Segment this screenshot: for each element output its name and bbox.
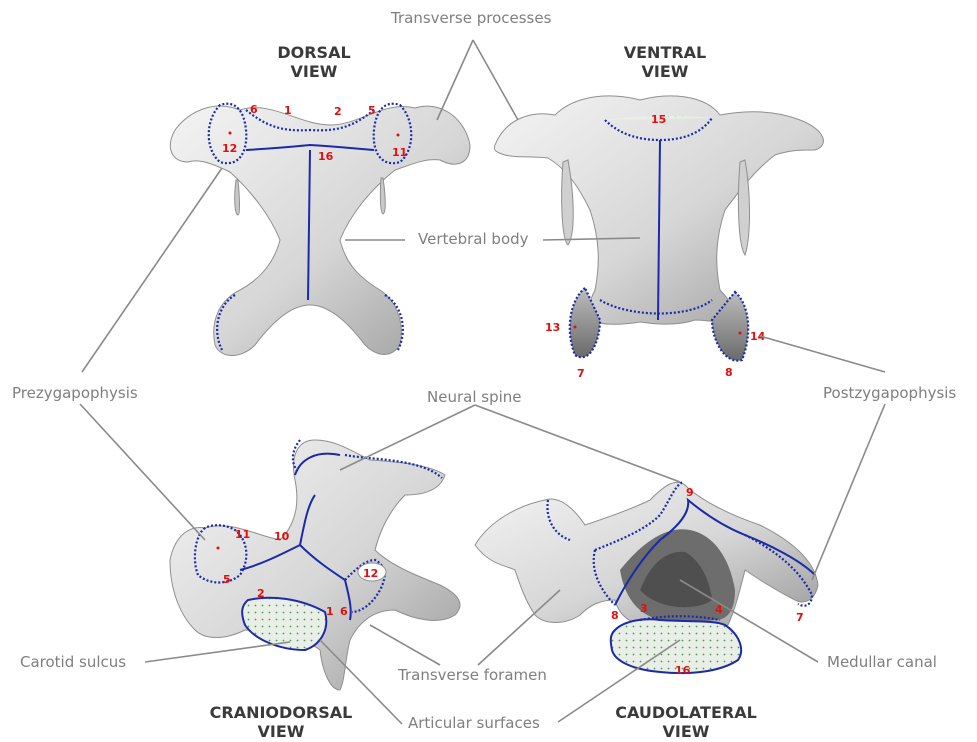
leader-transverse-foramen-cranio [370, 625, 440, 665]
label-transverse-processes: Transverse processes [391, 11, 551, 26]
caudolateral-view-title-line1: CAUDOLATERAL [607, 703, 765, 722]
label-vertebral-body: Vertebral body [418, 232, 529, 247]
landmark-1: 1 [326, 605, 334, 618]
landmark-7: 7 [796, 611, 804, 624]
leader-postzyg-ventral [760, 336, 885, 372]
landmark-2: 2 [334, 105, 342, 118]
leader-neural-spine-caudo [475, 405, 680, 482]
landmark-8: 8 [611, 609, 619, 622]
landmark-9: 9 [686, 486, 694, 499]
landmark-10: 10 [274, 530, 290, 543]
label-postzygapophysis: Postzygapophysis [823, 386, 956, 401]
dorsal-view-title-line1: DORSAL [272, 43, 356, 62]
caudolateral-view-title-line2: VIEW [607, 722, 765, 741]
landmark-7: 7 [577, 367, 585, 380]
leader-prezyg-dorsal [82, 168, 222, 372]
landmark-16: 16 [675, 664, 691, 677]
landmark-8: 8 [725, 366, 733, 379]
landmark-2: 2 [257, 587, 265, 600]
landmark-3: 3 [640, 602, 648, 615]
label-transverse-foramen: Transverse foramen [398, 668, 547, 683]
leader-postzyg-caudo [812, 404, 885, 580]
ventral-view-title: VENTRAL VIEW [619, 43, 711, 81]
caudolateral-vertebra [475, 482, 818, 673]
caudolateral-view-title: CAUDOLATERAL VIEW [607, 703, 765, 741]
dorsal-view-title: DORSAL VIEW [272, 43, 356, 81]
leader-neural-spine-cranio [340, 405, 475, 470]
landmark-16: 16 [318, 150, 334, 163]
landmark-11: 11 [392, 146, 407, 159]
ventral-vertebra [494, 96, 823, 361]
craniodorsal-view-title-line1: CRANIODORSAL [202, 703, 360, 722]
label-medullar-canal: Medullar canal [827, 655, 937, 670]
label-neural-spine: Neural spine [427, 390, 522, 405]
landmark-5: 5 [223, 573, 231, 586]
label-articular-surfaces: Articular surfaces [408, 716, 540, 731]
craniodorsal-view-title: CRANIODORSAL VIEW [202, 703, 360, 741]
craniodorsal-view-title-line2: VIEW [202, 722, 360, 741]
leader-transverse-left [437, 40, 473, 120]
leader-transverse-foramen-caudo [478, 590, 560, 665]
dorsal-view-title-line2: VIEW [272, 62, 356, 81]
leader-prezyg-cranio [80, 404, 205, 540]
landmark-1: 1 [284, 104, 292, 117]
label-prezygapophysis: Prezygapophysis [12, 386, 138, 401]
label-carotid-sulcus: Carotid sulcus [20, 655, 126, 670]
landmark-5: 5 [368, 104, 376, 117]
leader-carotid-sulcus [145, 642, 290, 662]
ventral-view-title-line2: VIEW [619, 62, 711, 81]
landmark-12: 12 [222, 142, 237, 155]
landmark-6: 6 [340, 605, 348, 618]
ventral-view-title-line1: VENTRAL [619, 43, 711, 62]
landmark-13: 13 [545, 321, 560, 334]
landmark-12: 12 [363, 567, 378, 580]
landmark-15: 15 [651, 113, 666, 126]
landmark-11: 11 [235, 528, 250, 541]
landmark-6: 6 [250, 103, 258, 116]
leader-transverse-right [473, 40, 518, 120]
